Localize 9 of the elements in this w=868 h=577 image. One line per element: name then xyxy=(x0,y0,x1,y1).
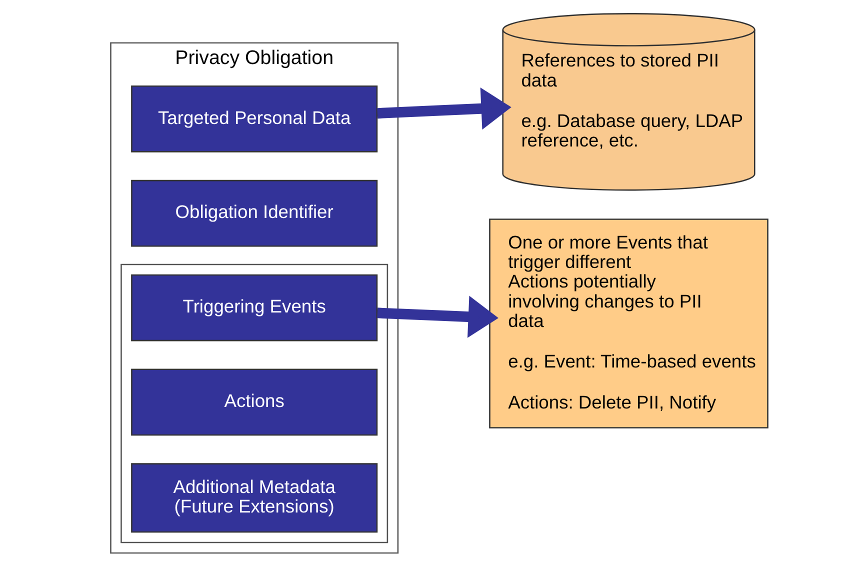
node-box: Obligation Identifier xyxy=(131,180,378,247)
arrow xyxy=(377,296,498,338)
node-box: Additional Metadata (Future Extensions) xyxy=(131,463,378,533)
node-box: Actions xyxy=(131,368,378,436)
node-box: Targeted Personal Data xyxy=(131,85,378,152)
cluster xyxy=(120,264,388,544)
node-box: One or more Events that trigger different Actions potentially involving changes to PII data e.g. Event: Time-based events Actions: Delete PII, Notify xyxy=(489,218,768,428)
arrow xyxy=(377,88,512,130)
node-box: Triggering Events xyxy=(131,274,378,342)
